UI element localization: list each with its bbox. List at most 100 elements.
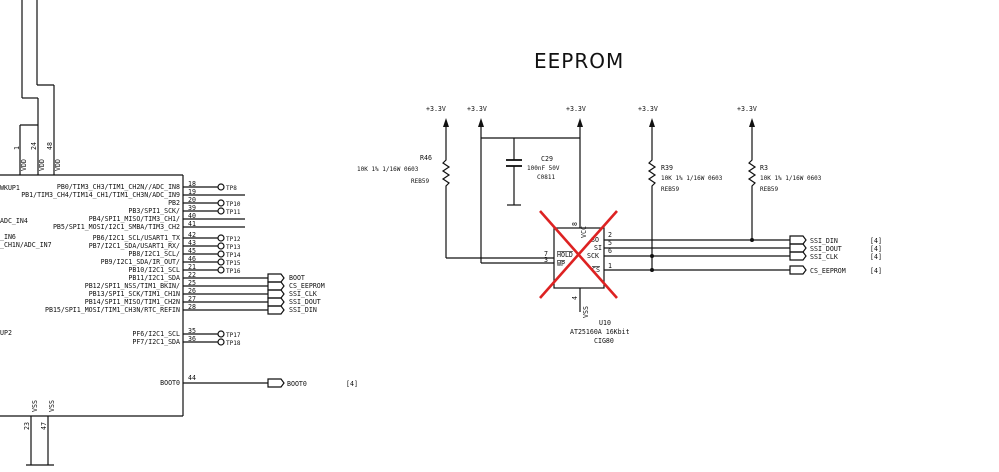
mcu-pin-row: PB5/SPI1_MOSI/I2C1_SMBA/TIM3_CH2 41 — [53, 220, 245, 231]
pin-name: VSS — [582, 306, 590, 318]
test-point-icon — [217, 234, 225, 242]
pin-number: 22 — [188, 271, 196, 279]
pin-number: 35 — [188, 327, 196, 335]
boot0-pin: BOOT0 44 BOOT0 [4] — [160, 374, 358, 388]
test-point-label: TP17 — [226, 332, 241, 339]
pin-number: 44 — [188, 374, 196, 382]
power-symbols: +3.3V +3.3V +3.3V +3.3V +3.3V — [426, 105, 757, 228]
pin-number: 7 — [544, 250, 548, 258]
pin-label: PF7/I2C1_SDA — [132, 338, 180, 346]
test-point-icon — [217, 199, 225, 207]
power-symbol-r46: +3.3V — [426, 105, 449, 155]
test-point-label: TP12 — [226, 236, 241, 243]
pin-name: SI — [594, 244, 602, 252]
vdd-pin-num: 1 — [13, 146, 21, 150]
pin-number: 39 — [188, 204, 196, 212]
capacitor-c29: C29 100nF 50V C0811 — [506, 138, 560, 206]
cross-mark — [539, 210, 618, 299]
net-port-ssi-clk: SSI_CLK [4] — [789, 251, 882, 261]
component-ref: R39 — [661, 164, 673, 172]
net-port — [267, 281, 285, 291]
net-port-cs-eeprom: CS_EEPROM [4] — [789, 265, 882, 275]
component-value: 10K 1% 1/16W 0603 — [357, 166, 419, 173]
vdd-pin-label: VDD — [54, 159, 62, 171]
pin-number: 6 — [608, 247, 612, 255]
pin-label: PB7/I2C1_SDA/USART1_RX/ — [89, 242, 180, 250]
power-label: +3.3V — [467, 105, 487, 113]
pin-number: 21 — [188, 263, 196, 271]
sheet-ref: [4] — [346, 380, 358, 388]
test-point-icon — [217, 338, 225, 346]
component-package: C0811 — [537, 174, 555, 181]
net-port — [267, 378, 285, 388]
component-ref: U10 — [599, 319, 611, 327]
test-point-icon — [217, 258, 225, 266]
pin-name: WP — [557, 260, 565, 268]
mcu-left-label: ADC_IN4 — [0, 217, 28, 225]
test-point-label: TP8 — [226, 185, 237, 192]
power-symbol-u10: +3.3V — [566, 105, 586, 228]
net-label: SSI_DOUT — [810, 245, 842, 253]
vdd-pin-label: VDD — [38, 159, 46, 171]
net-port-ssi-dout: SSI_DOUT [4] — [789, 243, 882, 253]
component-package: REB59 — [760, 186, 778, 193]
power-symbol-c29: +3.3V — [467, 105, 580, 139]
pin-number: 28 — [188, 303, 196, 311]
pin-label: PB12/SPI1_NSS/TIM1_BKIN/ — [85, 282, 180, 290]
test-point-icon — [217, 207, 225, 215]
pin-number: 46 — [188, 255, 196, 263]
pin-name: SCK — [587, 252, 599, 260]
test-point-icon — [217, 242, 225, 250]
vss-pin-num: 47 — [40, 422, 48, 430]
net-label: CS_EEPROM — [810, 267, 846, 275]
pin-number: 8 — [571, 222, 579, 226]
mcu-pin-row: PB4/SPI1_MISO/TIM3_CH1/40 — [89, 212, 245, 223]
test-point-label: TP16 — [226, 268, 241, 275]
net-label: SSI_CLK — [810, 253, 838, 261]
net-port — [267, 289, 285, 299]
pin-name: CS — [592, 266, 600, 274]
net-port — [267, 273, 285, 283]
test-point-icon — [217, 330, 225, 338]
mcu-left-label: _CH1N/ADC_IN7 — [0, 241, 52, 249]
pin-number: 20 — [188, 196, 196, 204]
component-ref: C29 — [541, 155, 553, 163]
mcu-left-label: UP2 — [0, 329, 12, 337]
resistor-r46: R46 10K 1% 1/16W 0603 REB59 — [357, 154, 554, 259]
pin-name: VCC — [580, 226, 588, 238]
pin-number: 36 — [188, 335, 196, 343]
mcu-pin-row: PB1/TIM3_CH4/TIM14_CH1/TIM1_CH3N/ADC_IN9… — [21, 188, 245, 199]
pin-label: PB8/I2C1_SCL/ — [128, 250, 180, 258]
net-port-ssi-din: SSI_DIN [4] — [789, 235, 882, 245]
pin-label: PB11/I2C1_SDA — [128, 274, 180, 282]
pin-label: PB15/SPI1_MOSI/TIM1_CH3N/RTC_REFIN — [45, 306, 180, 314]
net-label: SSI_CLK — [289, 290, 317, 298]
pin-label: PB3/SPI1_SCK/ — [128, 207, 180, 215]
test-point-label: TP18 — [226, 340, 241, 347]
pin-label: PB13/SPI1_SCK/TIM1_CH1N — [89, 290, 180, 298]
vdd-pin-num: 24 — [30, 142, 38, 150]
pin-label: PB5/SPI1_MOSI/I2C1_SMBA/TIM3_CH2 — [53, 223, 180, 231]
component-part: AT25160A 16Kbit — [570, 328, 630, 336]
mcu-left-label: WKUP1 — [0, 184, 20, 192]
pin-number: 41 — [188, 220, 196, 228]
mcu-left-label: _IN6 — [0, 233, 16, 241]
sheet-ref: [4] — [870, 237, 882, 245]
vss-pin-label: VSS — [31, 400, 39, 412]
pin-label: PF6/I2C1_SCL — [132, 330, 180, 338]
test-point-label: TP14 — [226, 252, 241, 259]
pin-number: 27 — [188, 295, 196, 303]
pin-number: 3 — [544, 256, 548, 264]
pin-number: 43 — [188, 239, 196, 247]
component-ref: R3 — [760, 164, 768, 172]
pin-number: 18 — [188, 180, 196, 188]
power-label: +3.3V — [638, 105, 658, 113]
power-symbol-r39: +3.3V — [638, 105, 658, 155]
